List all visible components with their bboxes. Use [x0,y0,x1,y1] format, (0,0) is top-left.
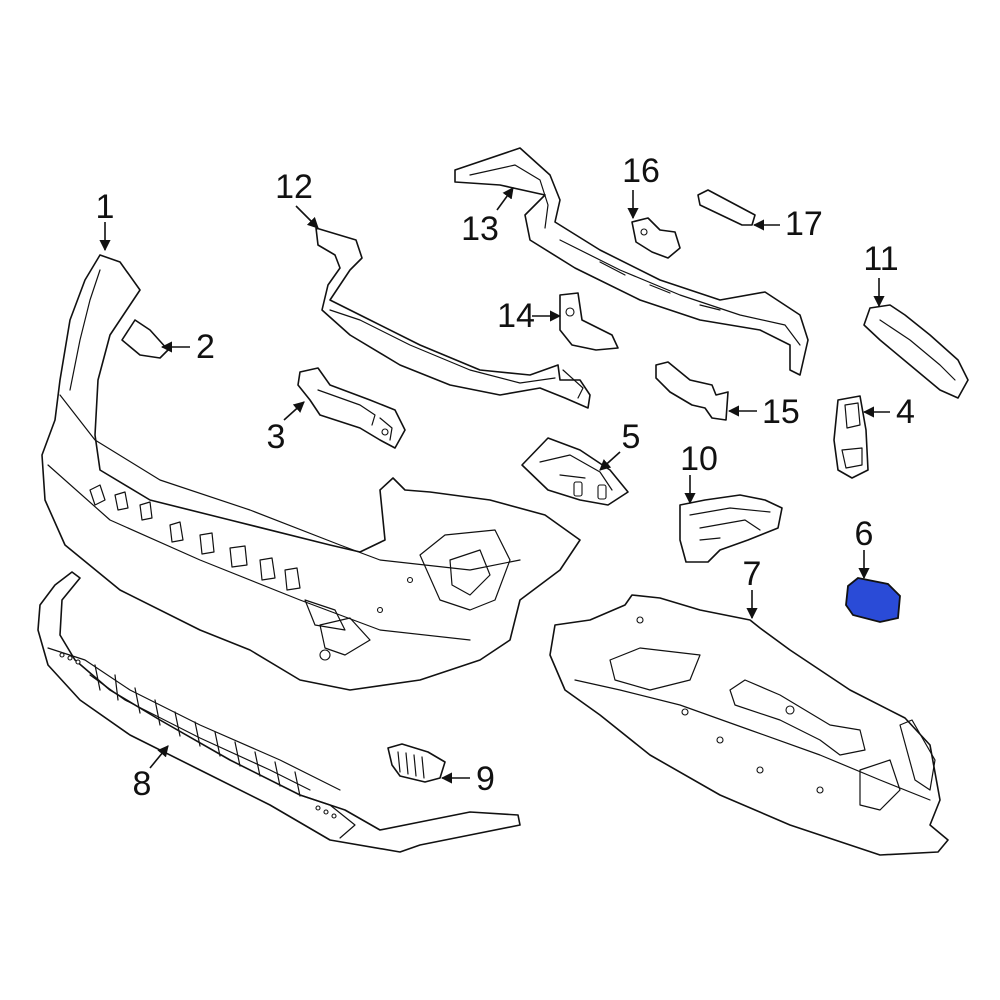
callout-2: 2 [196,328,215,366]
part-12-rail[interactable] [315,227,591,409]
part-3-bracket[interactable] [297,367,406,449]
callout-13: 13 [461,210,499,248]
callout-11: 11 [863,240,898,278]
part-8-lower-skid[interactable] [37,571,521,853]
callout-9: 9 [476,760,495,798]
callout-leaders [99,187,890,784]
part-5-mount-bracket[interactable] [521,437,629,506]
part-1-bumper-cover[interactable] [41,254,581,691]
part-7-under-cover[interactable] [549,594,949,856]
callout-labels: 1 2 3 4 5 6 7 8 9 10 11 12 13 14 15 16 1… [96,152,915,803]
part-13-beam[interactable] [454,147,809,376]
callout-1: 1 [96,188,115,226]
callout-15: 15 [762,393,800,431]
callout-17: 17 [785,205,823,243]
part-15-bracket[interactable] [655,361,729,421]
leader-12 [295,205,319,229]
part-9-grille-insert[interactable] [387,743,446,783]
callout-3: 3 [267,418,286,456]
callout-12: 12 [275,168,313,206]
callout-7: 7 [743,555,762,593]
part-17-strip[interactable] [697,189,756,226]
part-6-cover-cap[interactable] [845,577,901,623]
callout-14: 14 [497,297,535,335]
callout-4: 4 [896,393,915,431]
callout-5: 5 [622,418,641,456]
part-14-bracket[interactable] [559,292,619,351]
callout-6: 6 [855,515,874,553]
leader-13 [496,187,514,211]
part-16-clip[interactable] [631,217,681,259]
part-10-bracket[interactable] [679,494,783,563]
callout-16: 16 [622,152,660,190]
leader-3 [283,401,305,421]
leader-5 [599,451,621,471]
callout-8: 8 [133,765,152,803]
part-4-side-bracket[interactable] [833,395,869,479]
callout-10: 10 [680,440,718,478]
part-11-bracket[interactable] [863,304,969,399]
leader-8 [149,745,169,769]
part-2-reflector[interactable] [121,319,169,359]
